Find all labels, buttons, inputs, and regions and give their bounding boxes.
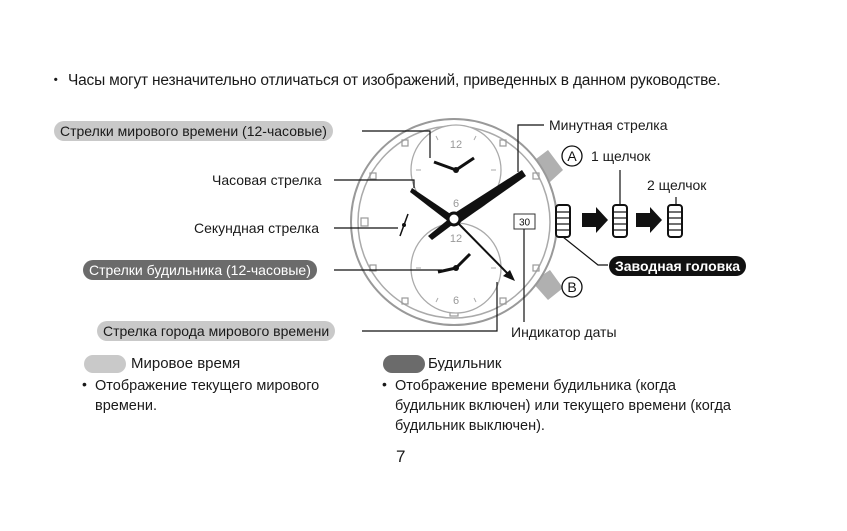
subdial-bottom-6: 6	[453, 295, 459, 307]
button-a-marker	[561, 145, 583, 167]
world-time-legend-title: Мировое время	[131, 355, 241, 372]
click-2-label: 2 щелчок	[647, 177, 707, 193]
button-b-letter: B	[567, 279, 576, 295]
crown-position-2	[667, 204, 683, 238]
alarm-hands	[437, 252, 472, 274]
hour-hand-label: Часовая стрелка	[212, 172, 322, 188]
minute-hand	[450, 170, 526, 224]
alarm-swatch	[383, 355, 425, 373]
crown	[555, 204, 571, 238]
world-city-hand	[453, 218, 515, 281]
crown-position-1	[612, 204, 628, 238]
second-hand-label: Секундная стрелка	[194, 220, 319, 236]
alarm-legend-title: Будильник	[428, 355, 502, 372]
date-indicator-label: Индикатор даты	[511, 324, 617, 340]
alarm-legend-text: Отображение времени будильника (когда бу…	[395, 378, 731, 434]
world-time-legend-bullet: •	[82, 376, 87, 392]
button-b-marker	[561, 276, 583, 298]
page-number: 7	[396, 447, 406, 466]
world-city-hand-label: Стрелка города мирового времени	[97, 321, 336, 341]
hour-hand	[410, 188, 452, 222]
click-1-label: 1 щелчок	[591, 148, 651, 164]
crown-label: Заводная головка	[609, 256, 747, 276]
arrow-1-icon	[582, 207, 608, 233]
arrow-2-icon	[636, 207, 662, 233]
disclaimer-note: ・Часы могут незначительно отличаться от …	[48, 68, 721, 90]
minute-hand-label: Минутная стрелка	[549, 117, 668, 133]
subdial-top-6: 6	[453, 198, 459, 210]
world-time-hands	[433, 156, 475, 173]
subdial-top-12: 12	[450, 139, 462, 151]
note-bullet: ・	[48, 72, 64, 89]
leader-lines	[334, 124, 677, 332]
subdial-bottom-12: 12	[450, 233, 462, 245]
world-time-hands-label: Стрелки мирового времени (12-часовые)	[54, 121, 333, 141]
alarm-legend-bullet: •	[382, 376, 387, 392]
world-time-legend-text: Отображение текущего мирового времени.	[95, 378, 320, 414]
date-value: 30	[519, 218, 531, 229]
center-pinion	[446, 211, 462, 227]
note-text: Часы могут незначительно отличаться от и…	[68, 72, 721, 89]
second-hand-mark	[399, 213, 409, 237]
alarm-hands-label: Стрелки будильника (12-часовые)	[83, 260, 317, 280]
button-a-letter: A	[567, 148, 577, 164]
subdial-ticks	[416, 135, 496, 303]
world-time-swatch	[84, 355, 126, 373]
